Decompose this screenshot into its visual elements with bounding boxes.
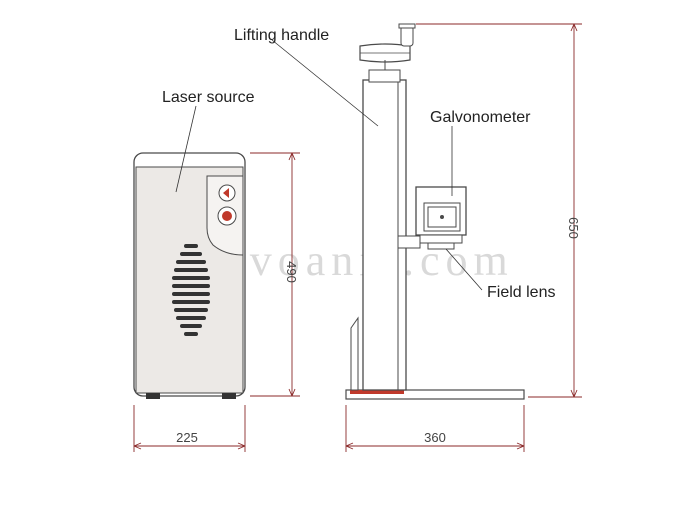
label-field-lens: Field lens: [487, 284, 555, 301]
vent-grille: [172, 244, 210, 336]
leader-field-lens: [445, 248, 483, 291]
key-switch-indicator: [223, 188, 229, 198]
marking-stand: [345, 23, 525, 400]
label-laser-source: Laser source: [162, 89, 255, 106]
column: [362, 79, 407, 391]
head-bracket: [397, 235, 421, 249]
dim-360: 360: [424, 430, 446, 445]
column-gusset: [350, 316, 359, 391]
label-lifting-handle: Lifting handle: [234, 27, 329, 44]
emergency-stop-button: [222, 211, 232, 221]
leader-laser-source: [175, 105, 197, 193]
dim-490: 490: [284, 261, 299, 283]
dimension-lines: [133, 23, 582, 452]
base-red-strip: [350, 390, 404, 394]
leader-lines: [175, 39, 483, 291]
field-lens-tip: [427, 242, 455, 250]
dim-650: 650: [566, 217, 581, 239]
laser-source-unit: [133, 152, 246, 399]
dim-225: 225: [176, 430, 198, 445]
base-plate: [345, 389, 525, 400]
field-lens: [419, 234, 463, 244]
handle-knob: [400, 25, 414, 47]
leader-lifting-handle: [271, 39, 379, 127]
handle-collar: [368, 69, 401, 83]
foot-left: [146, 393, 160, 399]
foot-right: [222, 393, 236, 399]
label-galvonometer: Galvonometer: [430, 109, 531, 126]
